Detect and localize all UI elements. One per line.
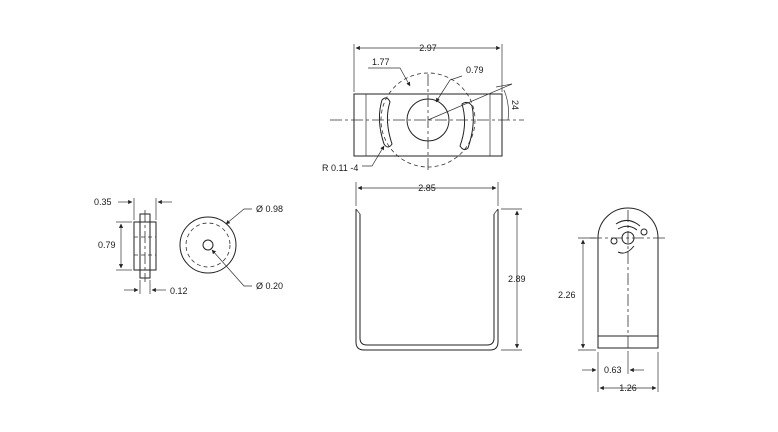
disc-view: Ø 0.98 Ø 0.20 bbox=[180, 204, 283, 291]
right-slot bbox=[460, 102, 473, 149]
dim-bracket-height: 2.89 bbox=[508, 274, 526, 284]
dim-disc-inner: Ø 0.20 bbox=[256, 281, 283, 291]
dim-top-offset: 1.77 bbox=[372, 57, 390, 67]
dim-angle: 24 bbox=[510, 100, 520, 110]
hub-side-view: 0.35 0.79 0.12 bbox=[94, 197, 188, 296]
dim-disc-outer: Ø 0.98 bbox=[256, 204, 283, 214]
dim-bracket-width: 2.85 bbox=[418, 183, 436, 193]
dim-hub-flange: 0.12 bbox=[170, 286, 188, 296]
bracket-outer bbox=[356, 209, 498, 350]
right-side-view: 2.26 0.63 1.26 bbox=[558, 208, 666, 393]
dim-hub-length: 0.35 bbox=[94, 197, 112, 207]
bracket-inner bbox=[360, 214, 494, 345]
dim-side-offset: 0.63 bbox=[604, 365, 622, 375]
dim-slot-radius: R 0.11 -4 bbox=[322, 163, 358, 173]
disc-hole bbox=[203, 240, 213, 250]
dim-side-width: 1.26 bbox=[619, 383, 637, 393]
dim-top-width: 2.97 bbox=[419, 43, 437, 53]
dim-hub-diameter: 0.79 bbox=[466, 65, 484, 75]
dim-hub-height: 0.79 bbox=[98, 240, 116, 250]
dim-side-height: 2.26 bbox=[558, 290, 576, 300]
top-view: 2.97 1.77 0.79 24 R 0.11 -4 bbox=[322, 43, 524, 173]
disc-outer bbox=[180, 217, 236, 273]
front-view: 2.85 2.89 bbox=[356, 182, 526, 350]
